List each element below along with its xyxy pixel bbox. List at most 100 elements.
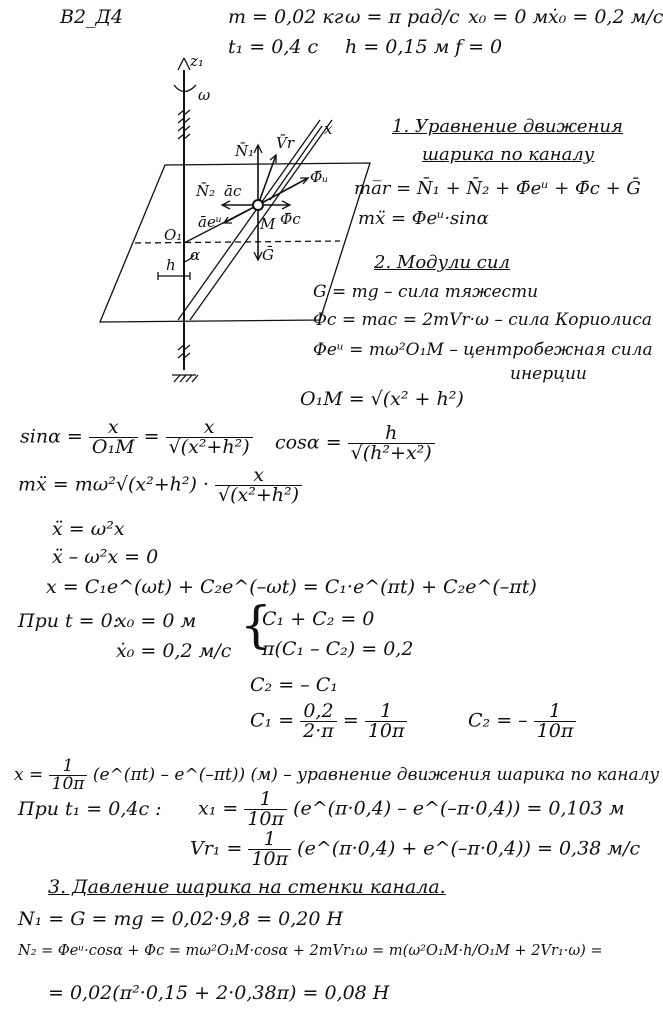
section2-line3: Φeᵘ = mω²O₁M – центробежная сила [313,340,653,360]
section2-line2: Φc = mac = 2mVr·ω – сила Кориолиса [313,310,652,330]
top-bearing [177,109,191,140]
system-brace: { [240,596,272,654]
v1-rest: (e^(π·0,4) + e^(–π·0,4)) = 0,38 м/с [297,837,641,860]
vec-N1-head [253,143,263,154]
label-M: M [260,215,276,233]
given-mass: m = 0,02 кг [228,6,344,28]
given-t1: t₁ = 0,4 с [228,36,319,58]
bottom-bearing [172,344,199,383]
label-Phi-u: Φ̄ᵤ [310,168,329,186]
label-Phi-c: Φ̄c [280,210,301,228]
eq-b: ẍ – ω²x = 0 [52,546,159,568]
variant-label: В2_Д4 [60,6,124,28]
diagram-svg [99,57,371,383]
label-z1: z₁ [190,52,204,70]
vec-Phi-u [257,177,309,206]
initial-x0: x₀ = 0 м [116,610,197,632]
label-x: x [324,120,333,138]
mx-frac: x√(x²+h²) [215,466,303,505]
label-omega: ω [198,86,211,104]
label-alpha: α [190,246,201,264]
vec-Phi-c-head [281,200,292,210]
section2-title: 2. Модули сил [374,252,510,273]
vec-Vr [257,154,277,206]
mx-eq: mẍ = mω²√(x²+h²) · x√(x²+h²) [18,466,303,505]
c2b-lhs: C₂ = – [468,709,528,732]
axis-arrow-l [177,57,185,71]
initial-label: При t = 0: [18,610,120,632]
o1m-eq: O₁M = √(x² + h²) [300,388,464,410]
n1-eq: N₁ = G = mg = 0,02·9,8 = 0,20 H [18,908,344,930]
label-N2: N̄₂ [196,182,216,200]
solution-lhs: x = [14,765,44,785]
x1-rest: (e^(π·0,4) – e^(–π·0,4)) = 0,103 м [293,797,625,820]
given-x0: x₀ = 0 м [468,6,549,28]
eq-c: x = C₁e^(ωt) + C₂e^(–ωt) = C₁·e^(πt) + C… [46,576,537,598]
label-O1: O₁ [164,226,183,244]
label-N1: N̄₁ [235,142,255,160]
channel-line-b [189,119,333,321]
x1-lhs: x₁ = [198,797,239,820]
ball-M [252,199,264,211]
vec-Vr-head [269,153,277,163]
plate-midline [134,240,341,244]
section1-eq1: ma̅r = N̄₁ + N̄₂ + Φ̄eᵘ + Φ̄c + Ḡ [354,178,641,199]
label-G: Ḡ [262,246,274,264]
vec-G-head [253,251,263,262]
label-Vr: V̄r [276,134,295,152]
c1-lhs: C₁ = [250,709,295,732]
label-ae: āeᵘ [198,213,222,231]
vec-ae [223,204,259,224]
solution-rest: (e^(πt) – e^(–πt)) (м) – уравнение движе… [92,765,660,785]
system-eq1: C₁ + C₂ = 0 [262,608,375,630]
sin-frac2: x√(x²+h²) [165,418,253,457]
given-xdot0: ẋ₀ = 0,2 м/с [548,6,663,28]
section2-line4: инерции [510,364,587,384]
v1-lhs: Vr₁ = [190,837,243,860]
given-f: f = 0 [455,36,503,58]
c2-eq: C₂ = – C₁ [250,674,338,696]
channel-line-a [177,119,321,321]
initial-xdot0: ẋ₀ = 0,2 м/с [116,640,232,662]
label-h: h [166,256,176,274]
n2-eq: N₂ = Φeᵘ·cosα + Φc = mω²O₁M·cosα + 2mVr₁… [18,943,603,959]
cos-lhs: cosα = [275,431,342,454]
eq-a: ẍ = ω²x [52,518,125,540]
vec-ae-head [222,216,232,224]
section2-line1: G = mg – сила тяжести [313,282,539,302]
sin-lhs: sinα = [20,425,83,448]
t1-label: При t₁ = 0,4с : [18,798,162,820]
vec-Phi-u-head [300,177,310,185]
axis-arrow-r [183,57,191,71]
section1-title-1: 1. Уравнение движения [392,116,623,137]
system-eq2: π(C₁ – C₂) = 0,2 [262,638,414,660]
given-omega: ω = π рад/с [345,6,460,28]
label-ac: āc [224,182,242,200]
cos-frac: h√(h²+x²) [347,424,435,463]
section1-title-2: шарика по каналу [422,144,595,165]
given-h: h = 0,15 м [345,36,450,58]
mechanism-diagram: z₁ ω x N̄₁ V̄r Φ̄ᵤ N̄₂ āc āeᵘ M Φ̄c O₁ α… [99,50,371,390]
mx-lhs: mẍ = mω²√(x²+h²) · [18,473,209,496]
section3-title: 3. Давление шарика на стенки канала. [48,876,446,898]
rotation-arc [173,84,197,93]
c1-equals: = [342,709,359,732]
n2-result: = 0,02(π²·0,15 + 2·0,38π) = 0,08 H [48,982,390,1004]
alpha-arc [183,254,195,263]
cos-eq: cosα = h√(h²+x²) [275,424,435,463]
vec-N2-head [220,200,231,210]
section1-eq2: mẍ = Φeᵘ·sinα [358,208,489,229]
x-axis-line [269,125,323,201]
